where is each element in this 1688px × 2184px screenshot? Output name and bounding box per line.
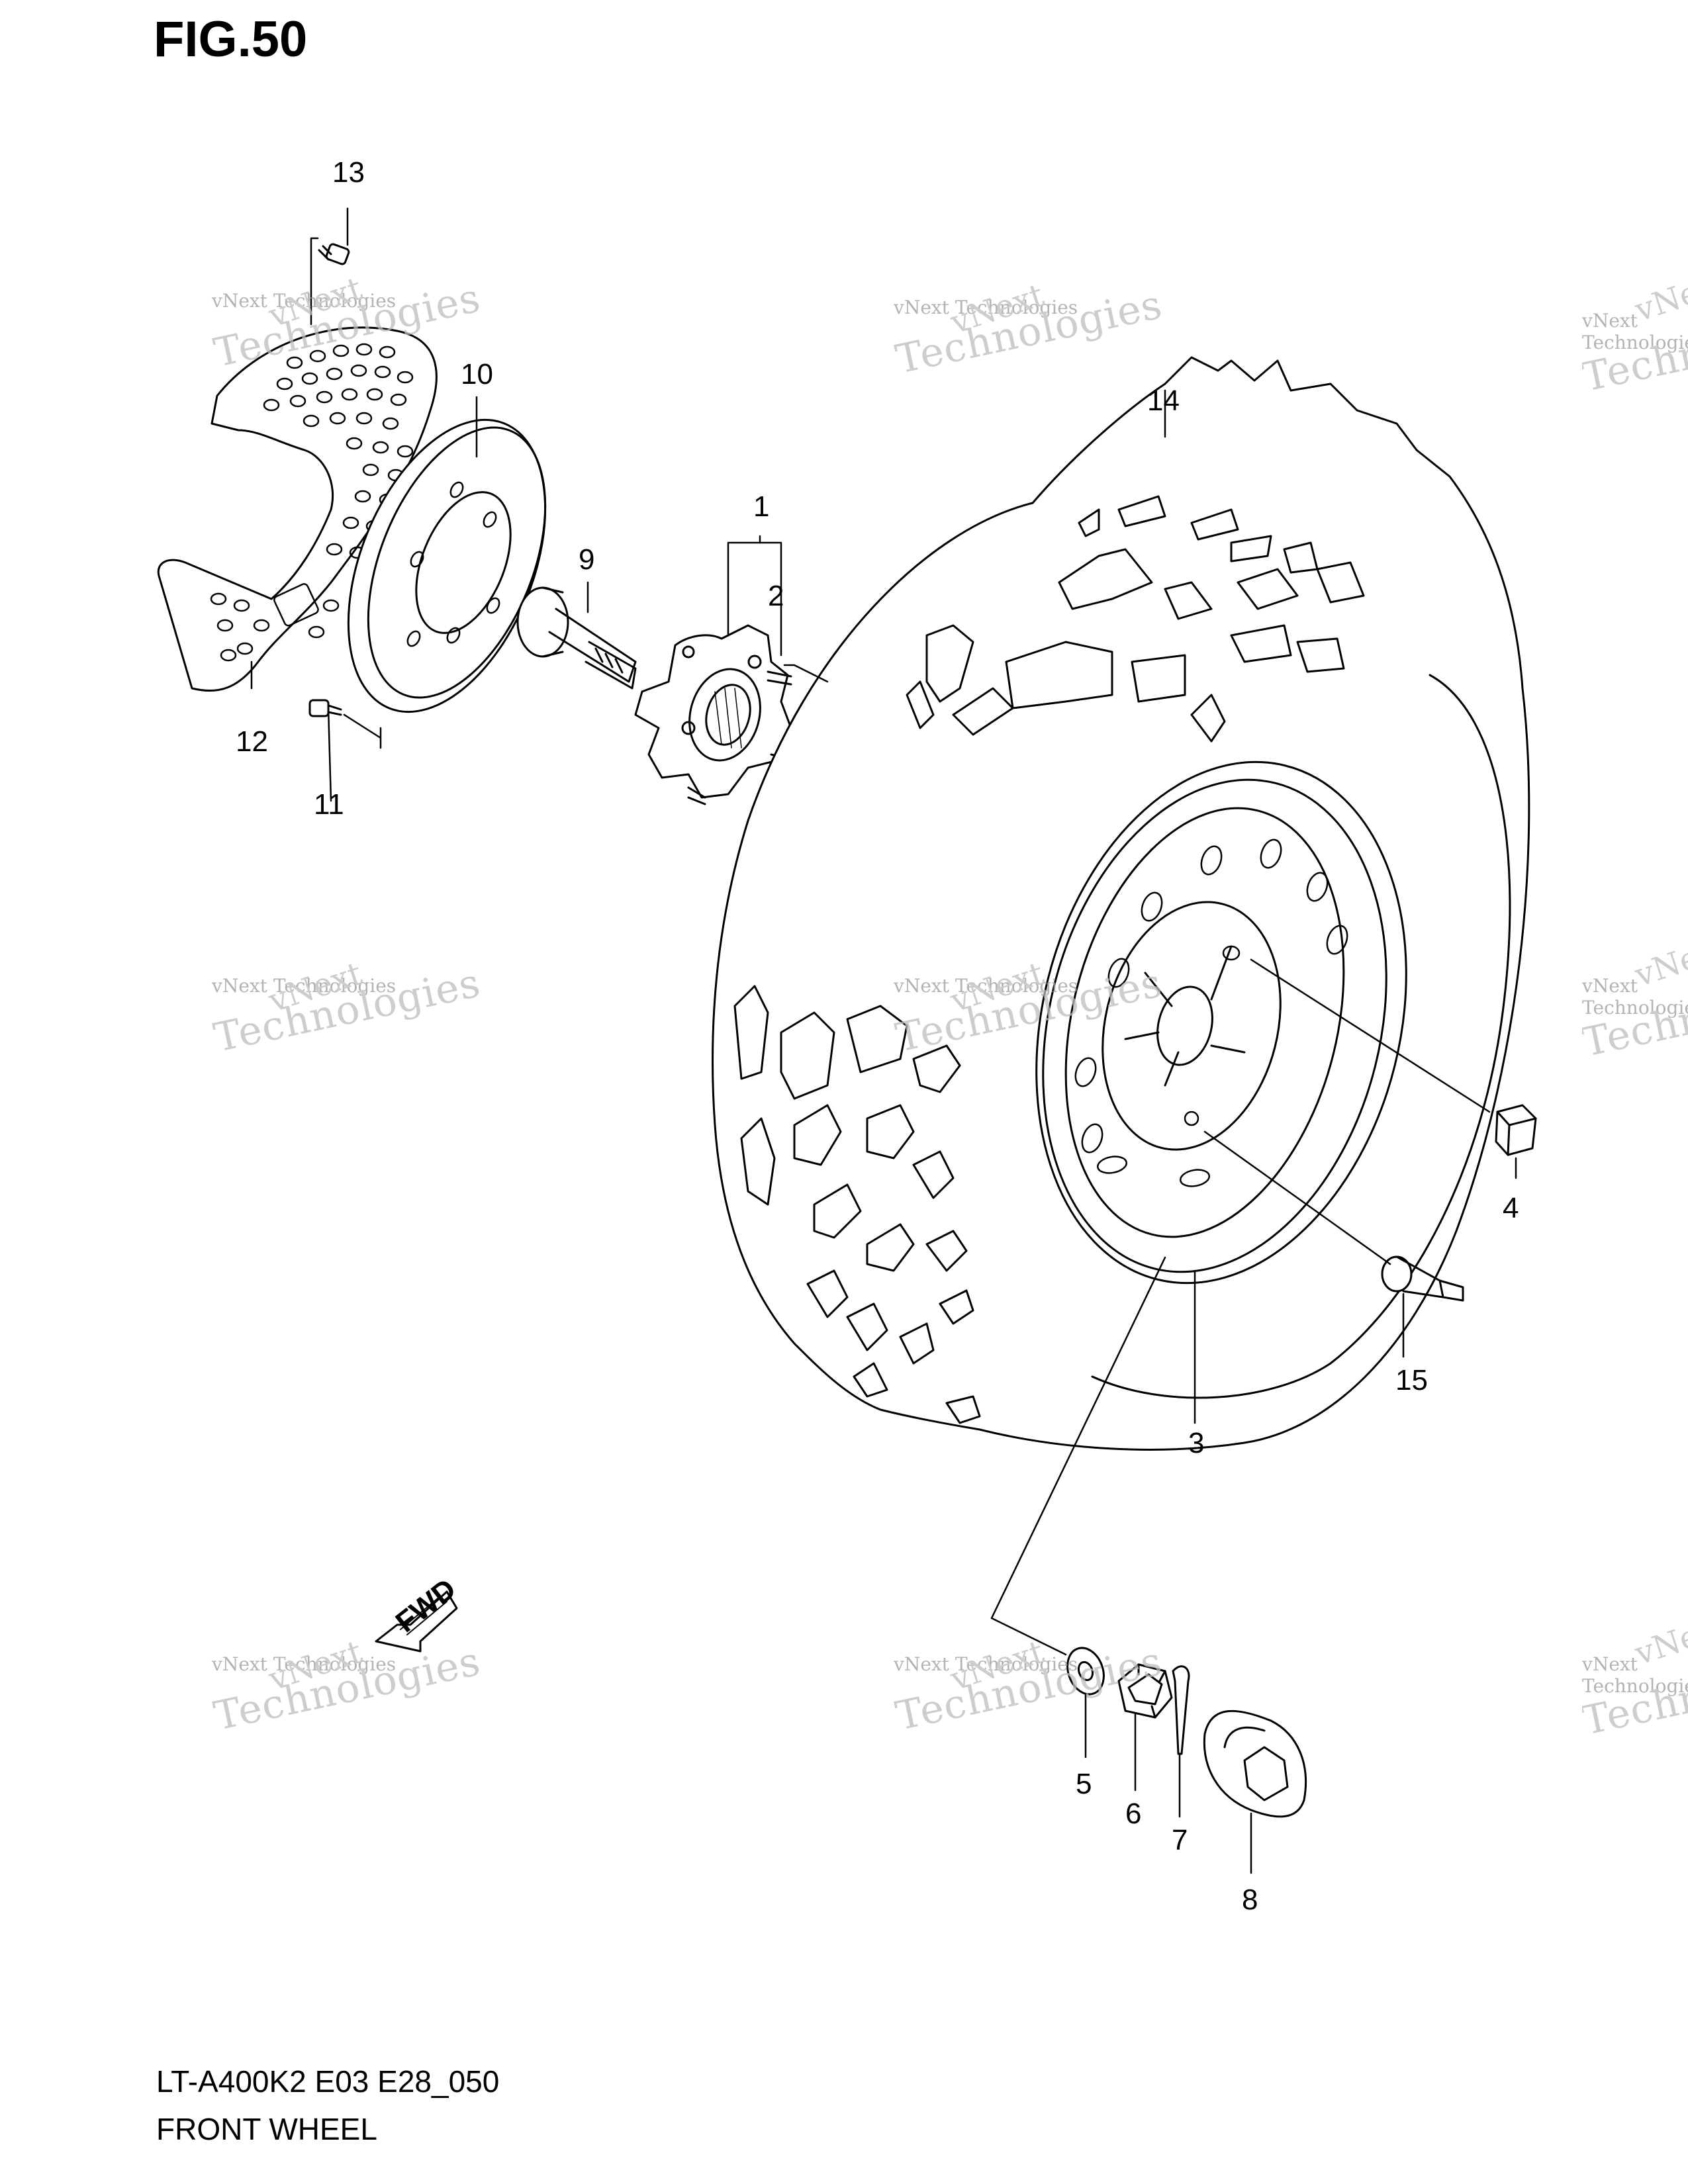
axle-shaft [518,588,635,688]
leader-lines [252,208,1516,1873]
castle-nut [1119,1664,1172,1717]
callout-11: 11 [314,788,344,821]
callout-13: 13 [332,156,365,189]
wheel-nut [1496,1105,1536,1155]
callout-12: 12 [236,725,268,758]
hub-cap [1204,1711,1305,1817]
section-name: FRONT WHEEL [156,2112,377,2146]
bolt-11 [310,700,341,716]
callout-6: 6 [1125,1797,1141,1830]
callout-10: 10 [461,358,493,390]
model-code: LT-A400K2 E03 E28_050 [156,2064,500,2099]
callout-3: 3 [1188,1427,1204,1459]
callout-8: 8 [1242,1884,1258,1916]
valve-stem [1382,1257,1463,1300]
washer [1061,1643,1109,1699]
bolt-13 [319,244,350,265]
cotter-pin [1173,1666,1189,1754]
callout-15: 15 [1395,1364,1428,1396]
callout-14: 14 [1147,385,1180,417]
fwd-arrow [376,1592,457,1651]
callout-7: 7 [1172,1824,1188,1856]
callout-1: 1 [753,490,769,523]
callout-2: 2 [768,580,784,612]
figure-title: FIG.50 [154,11,308,68]
wheel-rim [984,723,1458,1323]
callout-5: 5 [1076,1768,1092,1800]
callout-9: 9 [579,543,594,576]
callout-4: 4 [1503,1192,1519,1224]
